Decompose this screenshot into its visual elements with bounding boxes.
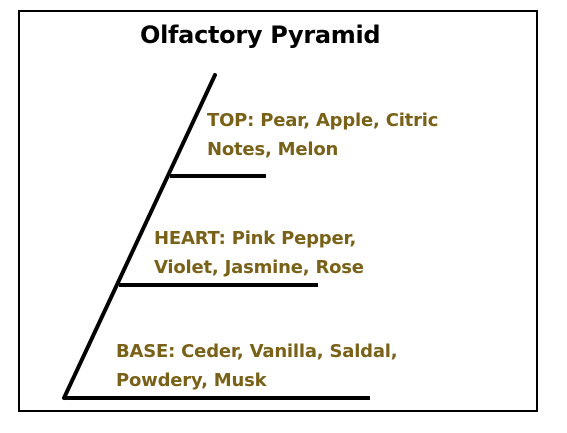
base-notes-label: BASE: Ceder, Vanilla, Saldal, Powdery, M… (116, 337, 398, 395)
top-notes-line-2: Notes, Melon (207, 139, 339, 160)
heart-notes-label: HEART: Pink Pepper, Violet, Jasmine, Ros… (154, 224, 364, 282)
pyramid-slope-line (62, 73, 217, 400)
top-notes-label: TOP: Pear, Apple, Citric Notes, Melon (207, 106, 438, 164)
heart-notes-line-2: Violet, Jasmine, Rose (154, 257, 364, 278)
diagram-frame (18, 10, 538, 412)
top-notes-line-1: TOP: Pear, Apple, Citric (207, 110, 439, 131)
base-notes-line-1: BASE: Ceder, Vanilla, Saldal, (116, 341, 398, 362)
base-notes-line-2: Powdery, Musk (116, 370, 267, 391)
diagram-title: Olfactory Pyramid (140, 21, 381, 49)
heart-notes-line-1: HEART: Pink Pepper, (154, 228, 357, 249)
